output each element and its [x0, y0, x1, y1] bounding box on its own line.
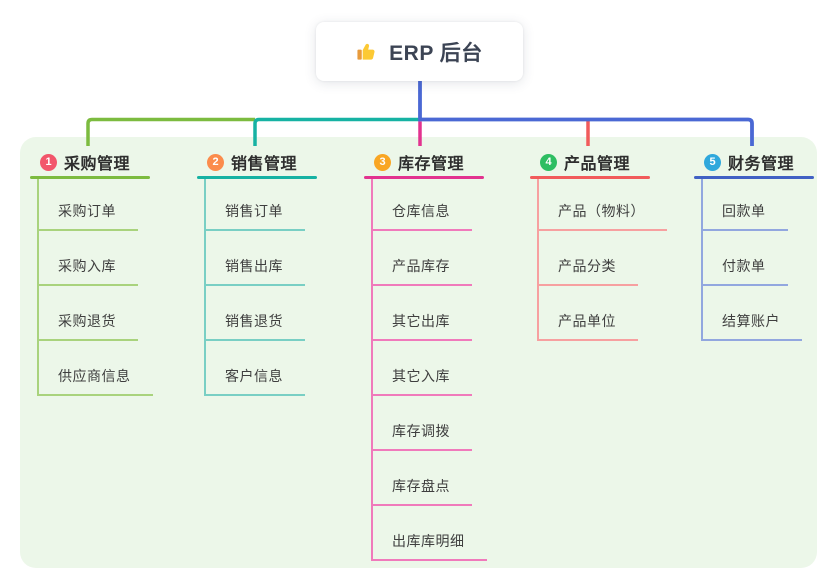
node-item[interactable]: 其它入库	[371, 368, 472, 396]
branch-connector-line	[537, 179, 539, 341]
node-item[interactable]: 库存盘点	[371, 478, 472, 506]
branch-4-header[interactable]: 4 产品管理	[540, 150, 630, 174]
branch-1-header[interactable]: 1 采购管理	[40, 150, 130, 174]
branch-connector-line	[37, 179, 39, 396]
branch-3-header[interactable]: 3 库存管理	[374, 150, 464, 174]
branch-underline	[530, 176, 650, 179]
node-item[interactable]: 产品分类	[537, 258, 638, 286]
branch-underline	[197, 176, 317, 179]
thumbs-up-icon	[356, 40, 379, 63]
node-item[interactable]: 回款单	[701, 203, 788, 231]
branch-connector-line	[204, 179, 206, 396]
node-item[interactable]: 产品（物料）	[537, 203, 667, 231]
branch-underline	[30, 176, 150, 179]
root-label: ERP 后台	[389, 41, 483, 65]
node-item[interactable]: 付款单	[701, 258, 788, 286]
branch-underline	[364, 176, 484, 179]
branch-5-header[interactable]: 5 财务管理	[704, 150, 794, 174]
branch-label: 库存管理	[398, 156, 465, 173]
branch-number-badge: 5	[704, 153, 721, 171]
node-item[interactable]: 库存调拨	[371, 423, 472, 451]
node-item[interactable]: 采购订单	[37, 203, 138, 231]
node-item[interactable]: 销售退货	[204, 313, 305, 341]
branch-2-header[interactable]: 2 销售管理	[207, 150, 297, 174]
node-item[interactable]: 仓库信息	[371, 203, 472, 231]
node-item[interactable]: 其它出库	[371, 313, 472, 341]
node-item[interactable]: 出库库明细	[371, 533, 487, 561]
node-item[interactable]: 销售订单	[204, 203, 305, 231]
branch-connector-line	[701, 179, 703, 341]
branch-number-badge: 1	[40, 153, 57, 171]
node-item[interactable]: 供应商信息	[37, 368, 153, 396]
branch-connector-line	[371, 179, 373, 561]
canvas-panel	[20, 137, 817, 568]
branch-number-badge: 4	[540, 153, 557, 171]
branch-underline	[694, 176, 814, 179]
node-item[interactable]: 销售出库	[204, 258, 305, 286]
node-item[interactable]: 客户信息	[204, 368, 305, 396]
branch-number-badge: 2	[207, 153, 224, 171]
branch-label: 财务管理	[728, 156, 795, 173]
node-item[interactable]: 结算账户	[701, 313, 802, 341]
root-node[interactable]: ERP 后台	[316, 22, 523, 81]
branch-label: 采购管理	[64, 156, 131, 173]
branch-label: 销售管理	[231, 156, 298, 173]
node-item[interactable]: 采购入库	[37, 258, 138, 286]
branch-label: 产品管理	[564, 156, 631, 173]
node-item[interactable]: 采购退货	[37, 313, 138, 341]
node-item[interactable]: 产品库存	[371, 258, 472, 286]
node-item[interactable]: 产品单位	[537, 313, 638, 341]
branch-number-badge: 3	[374, 153, 391, 171]
